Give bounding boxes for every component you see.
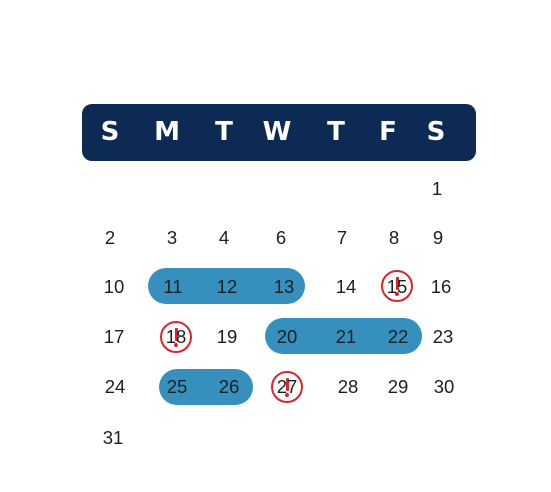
calendar-day[interactable]: 4 bbox=[218, 227, 230, 248]
calendar-day[interactable]: 14 bbox=[335, 276, 357, 297]
calendar-day[interactable]: 31 bbox=[102, 427, 124, 448]
calendar-day[interactable]: 11 bbox=[163, 276, 183, 297]
calendar-day[interactable]: 13 bbox=[273, 276, 295, 297]
weekday-header-bar: S M T W T F S bbox=[82, 104, 476, 161]
calendar-day[interactable]: 23 bbox=[432, 326, 454, 347]
weekday-thursday: T bbox=[327, 117, 345, 147]
calendar-day[interactable]: 22 bbox=[387, 326, 409, 347]
calendar-day-flagged[interactable]: 18 bbox=[165, 326, 187, 347]
calendar-day[interactable]: 12 bbox=[216, 276, 238, 297]
calendar-day[interactable]: 8 bbox=[388, 227, 400, 248]
calendar-day[interactable]: 16 bbox=[430, 276, 452, 297]
exclamation-circle-icon bbox=[160, 321, 192, 353]
calendar-day[interactable]: 25 bbox=[166, 376, 188, 397]
calendar-day[interactable]: 2 bbox=[104, 227, 116, 248]
calendar-day[interactable]: 7 bbox=[336, 227, 348, 248]
weekday-saturday: S bbox=[426, 117, 446, 147]
calendar-day[interactable]: 3 bbox=[166, 227, 178, 248]
calendar-day[interactable]: 29 bbox=[387, 376, 409, 397]
calendar-day[interactable]: 1 bbox=[431, 178, 443, 199]
weekday-friday: F bbox=[379, 117, 397, 147]
calendar-day[interactable]: 17 bbox=[103, 326, 125, 347]
date-range-highlight[interactable] bbox=[265, 318, 422, 354]
exclamation-circle-icon bbox=[271, 371, 303, 403]
calendar-day[interactable]: 30 bbox=[433, 376, 455, 397]
weekday-tuesday: T bbox=[215, 117, 233, 147]
calendar-day[interactable]: 6 bbox=[275, 227, 287, 248]
calendar-day[interactable]: 9 bbox=[432, 227, 444, 248]
weekday-sunday: S bbox=[100, 117, 120, 147]
date-range-highlight[interactable] bbox=[159, 369, 253, 405]
calendar-day[interactable]: 19 bbox=[216, 326, 238, 347]
calendar-day[interactable]: 10 bbox=[103, 276, 125, 297]
calendar-day[interactable]: 28 bbox=[337, 376, 359, 397]
calendar-day[interactable]: 24 bbox=[104, 376, 126, 397]
calendar-day[interactable]: 20 bbox=[276, 326, 298, 347]
calendar-day-flagged[interactable]: 27 bbox=[276, 376, 298, 397]
weekday-monday: M bbox=[154, 117, 180, 147]
weekday-wednesday: W bbox=[262, 117, 292, 147]
date-range-highlight[interactable] bbox=[148, 268, 305, 304]
calendar-day[interactable]: 26 bbox=[218, 376, 240, 397]
exclamation-circle-icon bbox=[381, 270, 413, 302]
calendar-day-flagged[interactable]: 15 bbox=[386, 276, 408, 297]
calendar-day[interactable]: 21 bbox=[335, 326, 357, 347]
